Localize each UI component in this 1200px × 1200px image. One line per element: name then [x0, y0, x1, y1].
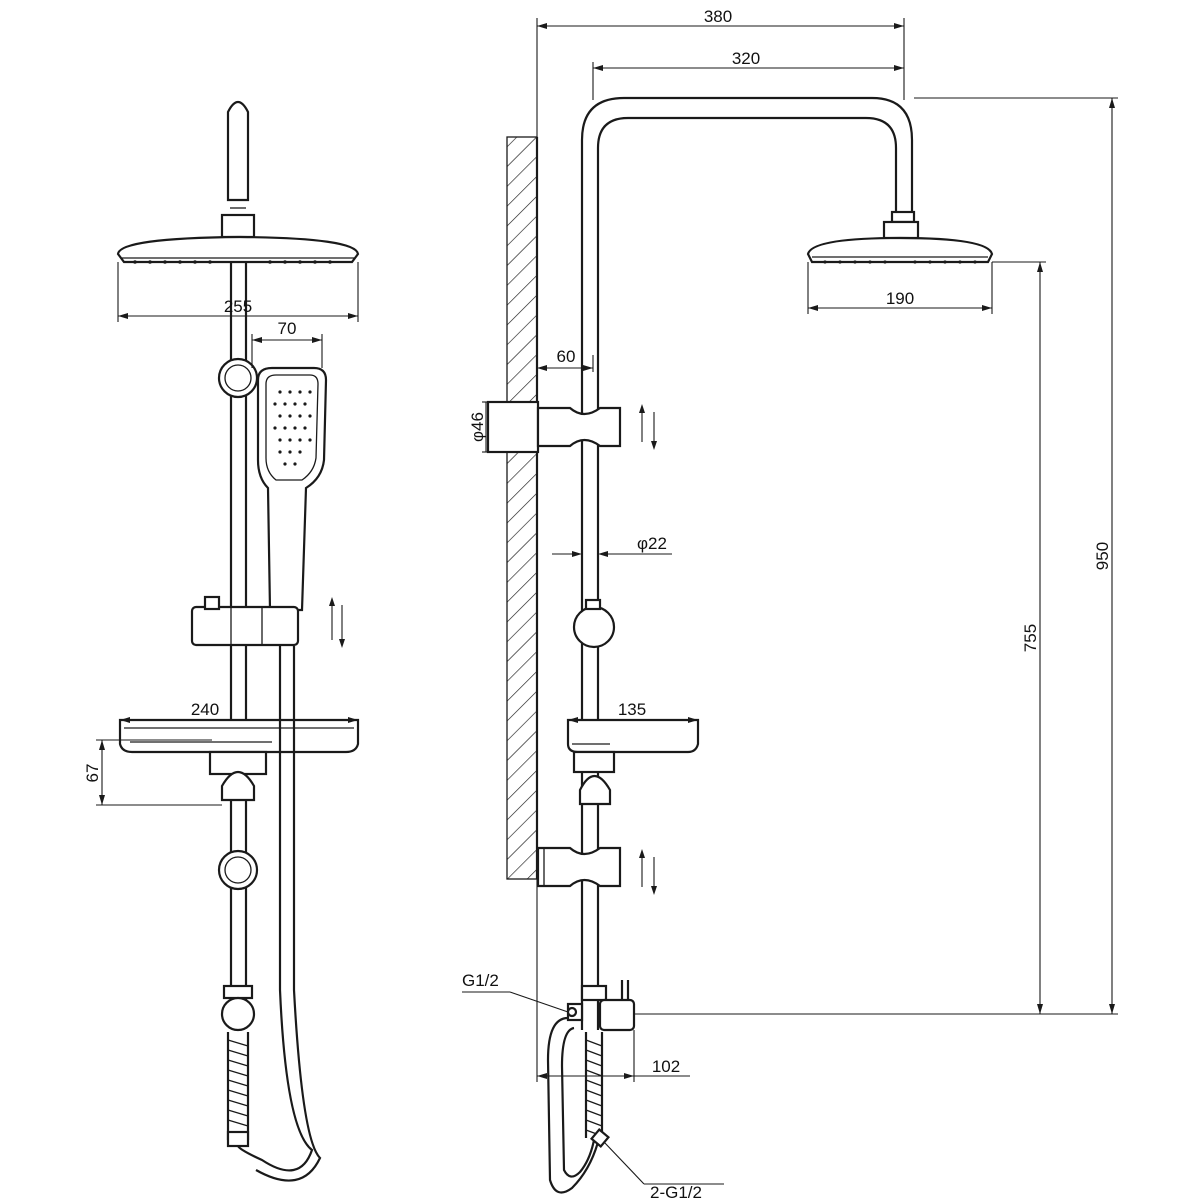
- label-wall-offset: 60: [557, 347, 576, 366]
- label-pipe-diameter: φ22: [637, 534, 667, 553]
- label-handset-width: 70: [278, 319, 297, 338]
- slider-knob-side: [572, 605, 616, 649]
- label-shelf-width: 240: [191, 700, 219, 719]
- label-hose-thread: 2-G1/2: [650, 1183, 702, 1200]
- dim-pipe-diameter: φ22: [552, 534, 672, 557]
- label-head-height: 755: [1021, 624, 1040, 652]
- wall-hatch: [506, 136, 538, 880]
- label-arm-width: 320: [732, 49, 760, 68]
- hand-shower-nozzles: [273, 390, 312, 466]
- dim-shelf-depth: 135: [568, 700, 698, 723]
- shelf-mount: [208, 750, 268, 776]
- dim-head-width: 255: [117, 262, 359, 322]
- label-head-diameter: 190: [886, 289, 914, 308]
- head-connector: [220, 213, 256, 239]
- dim-wall-offset: 60: [537, 347, 594, 372]
- dim-shelf-width: 240: [120, 700, 358, 723]
- hose-coil-side: [584, 1032, 604, 1138]
- soap-shelf-front: [118, 718, 360, 754]
- head-nozzle-row: [133, 260, 332, 264]
- riser-top-cap: [226, 100, 250, 202]
- dim-handset-width: 70: [251, 319, 323, 368]
- slide-arrows-front: [329, 597, 345, 648]
- dim-shelf-height: 67: [83, 739, 222, 806]
- front-view: 255 70 240 67: [83, 100, 360, 1182]
- label-shelf-depth: 135: [618, 700, 646, 719]
- dim-bracket-diameter: φ46: [468, 401, 488, 453]
- side-view: 380 320 190 60: [462, 7, 1118, 1200]
- dim-head-height: 755: [992, 261, 1046, 1014]
- dim-arm-width: 320: [592, 49, 904, 100]
- slider-holder: [190, 605, 300, 647]
- slide-arrows-side-upper: [639, 404, 657, 450]
- outlet-elbow: [220, 996, 256, 1032]
- label-shelf-height: 67: [83, 764, 102, 783]
- label-overall-width: 380: [704, 7, 732, 26]
- wall-bracket-side-upper: [486, 400, 540, 454]
- callout-inlet-thread: G1/2: [462, 971, 569, 1013]
- hose-coil-front: [226, 1032, 250, 1148]
- label-head-width: 255: [224, 297, 252, 316]
- label-inlet-thread: G1/2: [462, 971, 499, 990]
- label-total-height: 950: [1093, 542, 1112, 570]
- dim-overall-width: 380: [536, 7, 905, 137]
- diverter-body: [598, 998, 636, 1032]
- dim-total-height: 950: [634, 97, 1118, 1015]
- rain-shower-head-front: [116, 235, 360, 264]
- riser-and-arm: [580, 96, 914, 1030]
- rain-shower-head-side: [806, 236, 994, 264]
- dim-outlet-projection: 102: [536, 879, 690, 1082]
- hose-loop-front: [237, 646, 314, 1172]
- head-side-nozzles: [823, 260, 977, 264]
- hose-loop-side: [546, 1016, 600, 1194]
- label-bracket-diameter: φ46: [468, 412, 487, 442]
- callout-hose-thread: 2-G1/2: [603, 1141, 724, 1200]
- soap-shelf-side: [566, 718, 700, 754]
- wall-bracket-side-lower: [536, 846, 622, 888]
- hand-shower-front: [256, 366, 328, 612]
- label-outlet-projection: 102: [652, 1057, 680, 1076]
- dim-head-diameter: 190: [807, 262, 993, 314]
- slide-arrows-side-lower: [639, 849, 657, 895]
